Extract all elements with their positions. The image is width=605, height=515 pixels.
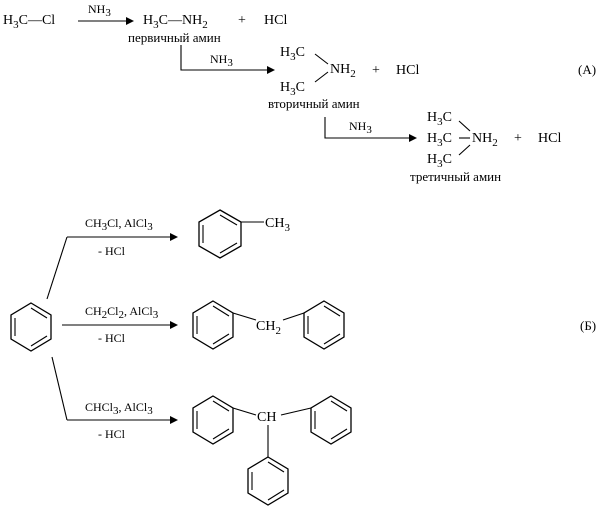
arrow-step-3 <box>324 117 409 139</box>
hcl-3: HCl <box>538 131 561 146</box>
benzene-ring-right <box>303 300 345 350</box>
bond <box>458 120 471 132</box>
benzene-ring <box>10 302 52 352</box>
plus-sign: + <box>514 131 522 146</box>
reagent-b3: CHCl3, AlCl3 <box>85 400 153 417</box>
reagent-nh3-3: NH3 <box>349 119 372 136</box>
methylene-group: CH2 <box>256 319 281 337</box>
tag-a: (А) <box>578 62 596 77</box>
trimethylamine-ch3-bottom: H3C <box>427 152 452 170</box>
benzene-ring-bottom <box>247 456 289 506</box>
arrow-step-2 <box>180 45 267 71</box>
dimethylamine-ch3-bottom: H3C <box>280 80 305 98</box>
trimethylamine-nh: NH2 <box>472 131 498 149</box>
tag-b: (Б) <box>580 318 596 333</box>
reagent-nh3-1: NH3 <box>88 2 111 19</box>
bond <box>282 312 305 321</box>
branch-line-3 <box>51 356 68 421</box>
tertiary-amine-label: третичный амин <box>410 169 501 184</box>
arrow-head-b3 <box>170 416 178 424</box>
plus-sign: + <box>238 13 246 28</box>
reagent-b2: CH2Cl2, AlCl3 <box>85 304 159 321</box>
reagent-b1: CH3Cl, AlCl3 <box>85 216 153 233</box>
benzene-ring-right <box>310 395 352 445</box>
trimethylamine-ch3-top: H3C <box>427 110 452 128</box>
bond <box>314 71 329 83</box>
arrow-head-b1 <box>170 233 178 241</box>
bond <box>232 407 257 416</box>
benzene-ring-left <box>192 300 234 350</box>
bond <box>314 53 329 65</box>
hcl-1: HCl <box>264 13 287 28</box>
benzene-ring-left <box>192 395 234 445</box>
secondary-amine-label: вторичный амин <box>268 96 360 111</box>
methylamine: H3C—NH2 <box>143 13 208 31</box>
arrow-head-1 <box>126 17 134 25</box>
byproduct-b1: - HCl <box>98 244 126 258</box>
plus-sign: + <box>372 63 380 78</box>
primary-amine-label: первичный амин <box>128 30 221 45</box>
dimethylamine-nh: NH2 <box>330 62 356 80</box>
reagent-nh3-2: NH3 <box>210 52 233 69</box>
byproduct-b2: - HCl <box>98 331 126 345</box>
byproduct-b3: - HCl <box>98 427 126 441</box>
arrow-head-b2 <box>170 321 178 329</box>
methyl-group: CH3 <box>265 216 290 234</box>
bond <box>280 407 312 416</box>
dimethylamine-ch3-top: H3C <box>280 45 305 63</box>
bond <box>232 312 257 321</box>
methine-group: CH <box>257 410 276 425</box>
branch-line-1 <box>46 236 68 300</box>
trimethylamine-ch3-middle: H3C <box>427 131 452 149</box>
toluene-ring <box>198 209 242 259</box>
methyl-chloride: H3C—Cl <box>3 13 55 31</box>
hcl-2: HCl <box>396 63 419 78</box>
arrow-head-2 <box>267 66 275 74</box>
arrow-head-3 <box>409 134 417 142</box>
bond <box>458 144 471 156</box>
